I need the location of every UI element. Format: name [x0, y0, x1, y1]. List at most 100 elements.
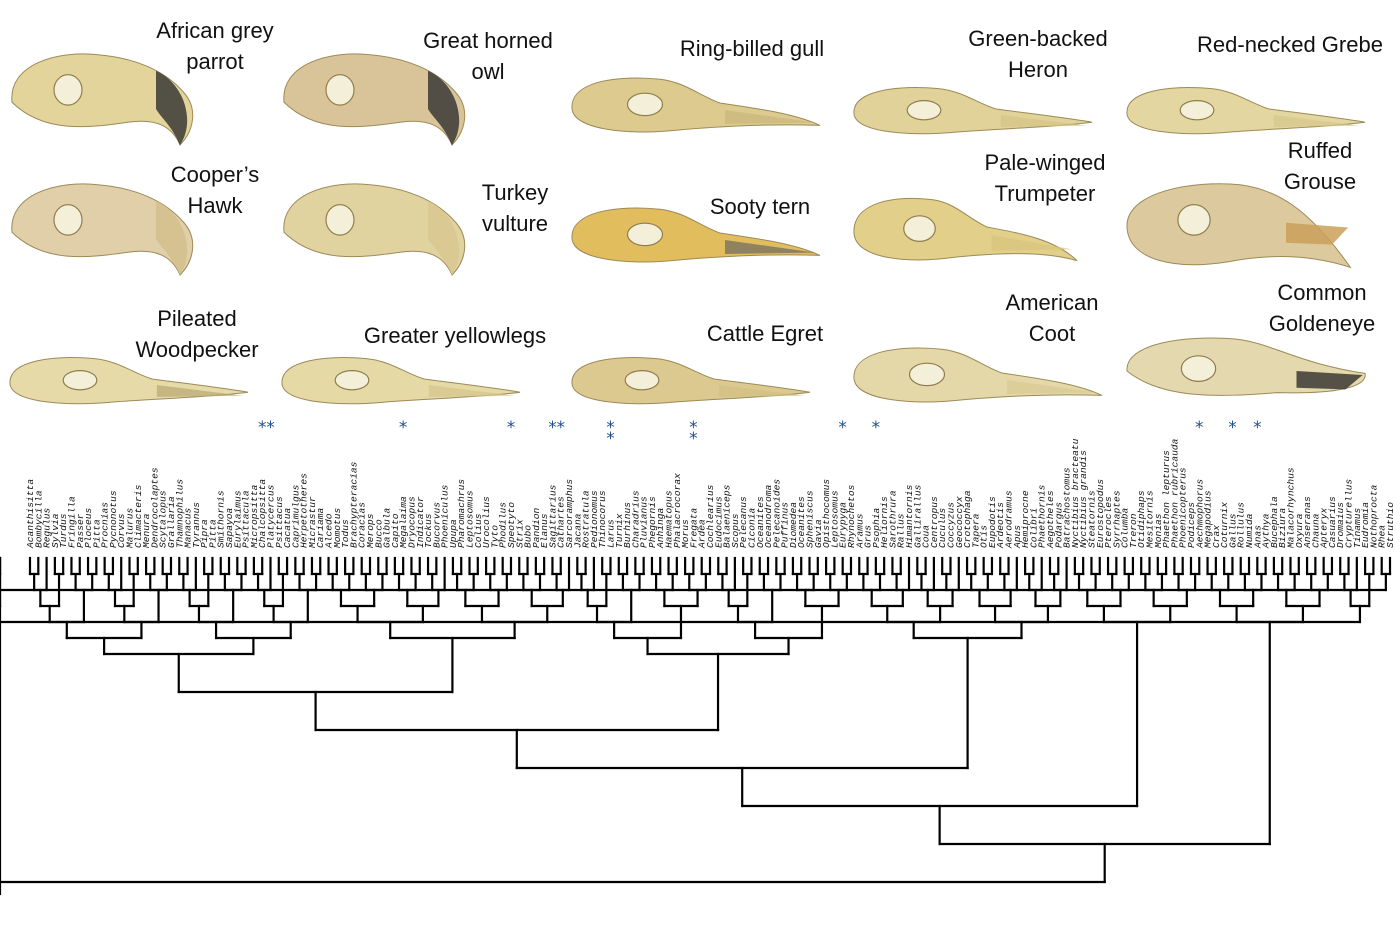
skull-shape: [1126, 87, 1366, 135]
genus-label: Aerodramus: [1004, 490, 1015, 549]
genus-label: Cacatua: [282, 507, 293, 548]
genus-label: Pluvianus: [639, 496, 650, 548]
skull-label: vulture: [482, 211, 548, 236]
genus-label: Sagittarius: [547, 484, 558, 548]
skull-label: Ruffed: [1288, 138, 1352, 163]
genus-label: Otis: [979, 525, 990, 548]
genus-label: Eudromia: [1360, 502, 1371, 548]
genus-label: Fringilla: [66, 496, 77, 548]
genus-label: Rostratula: [581, 490, 592, 548]
skull-label: Greater yellowlegs: [364, 323, 546, 348]
genus-label: Alcedo: [324, 513, 335, 549]
genus-label: Heliornis: [879, 496, 890, 548]
genus-label: Malurus: [125, 507, 136, 548]
genus-label: Leptosomus: [829, 490, 840, 548]
genus-label: Steatornis: [1086, 490, 1097, 548]
phylogenetic-tree: [0, 556, 1392, 896]
asterisk-marker: *: [258, 418, 267, 438]
genus-label: Morus: [680, 519, 691, 548]
skull-label: Cattle Egret: [707, 321, 823, 346]
genus-label: Climacteris: [133, 484, 144, 548]
genus-label: Leptosomus: [465, 490, 476, 548]
genus-label: Regulus: [42, 507, 53, 548]
genus-label: Himantornis: [904, 484, 915, 548]
skull-label: owl: [471, 59, 504, 84]
genus-label: Herpetotheres: [299, 473, 310, 548]
genus-label: Speotyto: [506, 502, 517, 548]
genus-label: Syrrhaptes: [1111, 490, 1122, 548]
orbit-opening: [325, 204, 355, 236]
genus-label: Haematopus: [664, 490, 675, 548]
orbit-opening: [626, 92, 664, 117]
skull-label: Grouse: [1284, 169, 1356, 194]
genus-label: Passer: [75, 513, 86, 548]
beak-shape: [718, 385, 806, 397]
genus-label: Upupa: [448, 519, 459, 548]
genus-label: Tockus: [423, 513, 434, 548]
genus-label: Balaeniceps: [722, 484, 733, 548]
genus-label: Numida: [1244, 513, 1255, 548]
genus-label: Micrastur: [307, 496, 318, 548]
skull-shape: [571, 77, 821, 133]
genus-label: Merops: [365, 513, 376, 548]
skull-label: Sooty tern: [710, 194, 810, 219]
genus-label: Bucco: [373, 519, 384, 548]
genus-label: Capito: [390, 513, 401, 548]
genus-label: Bombycilla: [33, 490, 44, 548]
skull-label: Woodpecker: [135, 337, 258, 362]
asterisk-marker: *: [872, 418, 881, 438]
genus-label: Thinocorus: [597, 490, 608, 548]
genus-label: Nyctibius grandis: [1078, 450, 1089, 548]
genus-label: Platycercus: [265, 484, 276, 548]
genus-label: Psittacus: [274, 496, 285, 548]
beak-shape: [1000, 115, 1088, 127]
genus-label: Spheniscus: [805, 490, 816, 548]
genus-label: Rollulus: [1236, 502, 1247, 548]
genus-label: Sarothrura: [887, 490, 898, 548]
genus-label: Pelecanoides: [771, 479, 782, 548]
genus-label: Otidiphaps: [1136, 490, 1147, 548]
skull-shape: [853, 197, 1078, 262]
genus-label: Charadrius: [630, 490, 641, 548]
genus-label: Apus: [1012, 525, 1023, 549]
asterisk-marker: *: [266, 418, 275, 438]
genus-label: Pandion: [531, 507, 542, 548]
asterisk-marker: *: [1228, 418, 1237, 438]
genus-label: Thamnophilus: [174, 479, 185, 548]
genus-label: Oxyura: [1294, 513, 1305, 548]
orbit-opening: [1180, 355, 1217, 383]
genus-label: Tapera: [970, 513, 981, 548]
skull-shape: [9, 357, 249, 405]
genus-label: Opisthocomus: [821, 479, 832, 548]
genus-label: Eudocimus: [713, 496, 724, 548]
genus-label: Malacorhynchus: [1285, 467, 1296, 548]
genus-label: Phegornis: [647, 496, 658, 548]
genus-label: Crypturellus: [1344, 479, 1355, 548]
genus-label: Cariama: [315, 507, 326, 548]
genus-label: Tyto: [489, 525, 500, 548]
genus-label: Ploceus: [83, 507, 94, 548]
genus-label: Caprimulgus: [290, 484, 301, 548]
genus-label: Jacana: [572, 513, 583, 548]
skull-shape: [1126, 183, 1352, 269]
genus-label: Podargus: [1053, 502, 1064, 548]
skull-shape: [11, 53, 194, 146]
genus-label: Corvus: [116, 513, 127, 548]
genus-label: Phodilus: [498, 502, 509, 548]
genus-label: Acanthisitta: [25, 479, 36, 549]
beak-shape: [725, 110, 815, 124]
genus-label: Aramus: [854, 513, 865, 549]
genus-label: Fregata: [688, 507, 699, 548]
genus-label: Centropus: [929, 496, 940, 548]
genus-label: Rallus: [896, 513, 907, 548]
genus-label: Brachypteracias: [348, 461, 359, 548]
genus-label: Colibri: [1028, 508, 1039, 548]
orbit-opening: [626, 222, 664, 247]
